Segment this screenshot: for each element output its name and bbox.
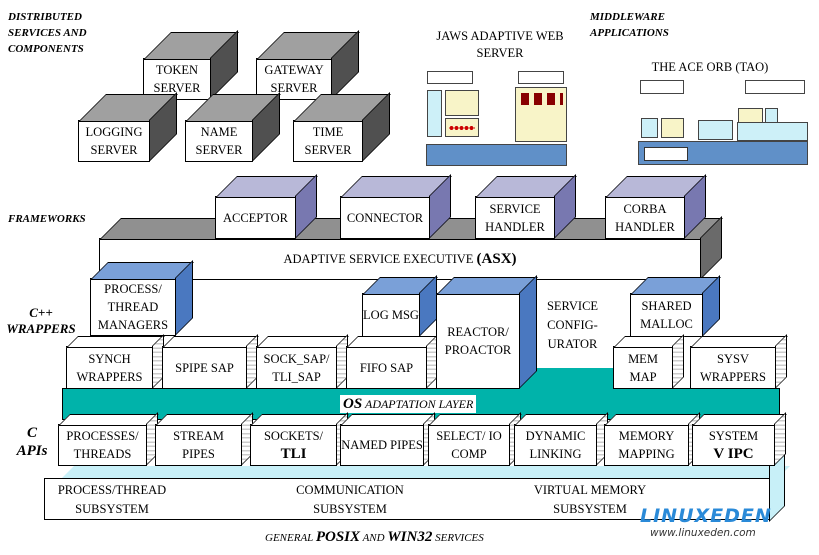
tao-component — [661, 118, 684, 138]
process-thread-subsystem: PROCESS/THREAD SUBSYSTEM — [57, 483, 167, 516]
shared-malloc-box: SHARED MALLOC — [630, 293, 703, 337]
jaws-component — [518, 71, 564, 84]
teal-fill — [520, 368, 613, 389]
service-configurator-label: SERVICE CONFIG- URATOR — [546, 299, 599, 351]
name-server-box: NAME SERVER — [185, 120, 253, 162]
sock-sap-box: SOCK_SAP/ TLI_SAP — [256, 346, 337, 389]
sysv-wrappers-box: SYSV WRAPPERS — [690, 346, 776, 389]
virtual-memory-subsystem: VIRTUAL MEMORY SUBSYSTEM — [533, 483, 647, 516]
label-cpp-wrappers: C++ WRAPPERS — [6, 305, 76, 336]
named-pipes-box: NAMED PIPES — [340, 424, 424, 466]
dynamic-linking-box: DYNAMIC LINKING — [514, 424, 597, 466]
tao-os-base — [638, 141, 808, 165]
footer-caption: GENERAL POSIX AND WIN32 SERVICES — [265, 529, 484, 545]
fifo-sap-box: FIFO SAP — [346, 346, 427, 389]
time-server-box: TIME SERVER — [293, 120, 363, 162]
token-server-box: TOKEN SERVER — [143, 58, 211, 100]
label-frameworks: FRAMEWORKS — [8, 213, 86, 225]
service-handler-box: SERVICE HANDLER — [475, 196, 555, 239]
logging-server-box: LOGGING SERVER — [78, 120, 150, 162]
log-msg-box: LOG MSG — [362, 293, 420, 337]
label-distributed-services: DISTRIBUTED SERVICES AND COMPONENTS — [8, 11, 87, 55]
stream-pipes-box: STREAM PIPES — [155, 424, 242, 466]
tao-component — [698, 120, 733, 140]
communication-subsystem: COMMUNICATION SUBSYSTEM — [296, 483, 404, 516]
memory-mapping-box: MEMORY MAPPING — [604, 424, 689, 466]
jaws-component — [445, 118, 479, 137]
jaws-component — [427, 90, 442, 137]
jaws-title: JAWS ADAPTIVE WEB SERVER — [436, 29, 564, 60]
jaws-os-base — [426, 144, 567, 166]
tao-title: THE ACE ORB (TAO) — [651, 60, 769, 74]
tao-component — [640, 80, 684, 94]
acceptor-box: ACCEPTOR — [215, 196, 296, 239]
linuxeden-watermark: LINUXEDEN www.linuxeden.com — [640, 505, 815, 551]
tao-component — [745, 80, 805, 94]
synch-wrappers-box: SYNCH WRAPPERS — [66, 346, 153, 389]
watermark-logo: LINUXEDEN — [640, 505, 772, 527]
gateway-server-box: GATEWAY SERVER — [256, 58, 332, 100]
reactor-proactor-box: REACTOR/ PROACTOR — [436, 293, 520, 389]
os-adaptation-label: OS ADAPTATION LAYER — [340, 395, 477, 413]
select-io-comp-box: SELECT/ IO COMP — [428, 424, 510, 466]
spipe-sap-box: SPIPE SAP — [162, 346, 247, 389]
os-subsystems-base: PROCESS/THREAD SUBSYSTEM COMMUNICATION S… — [44, 478, 770, 520]
sockets-tli-box: SOCKETS/TLI — [250, 424, 337, 466]
mem-map-box: MEM MAP — [613, 346, 673, 389]
processes-threads-box: PROCESSES/ THREADS — [58, 424, 147, 466]
corba-handler-box: CORBA HANDLER — [605, 196, 685, 239]
tao-component — [641, 118, 658, 138]
jaws-component — [427, 71, 473, 84]
watermark-url: www.linuxeden.com — [650, 527, 756, 539]
tao-component — [737, 122, 808, 141]
label-middleware: MIDDLEWARE APPLICATIONS — [590, 11, 669, 39]
jaws-component — [445, 90, 479, 116]
label-c-apis: C APIs — [16, 425, 48, 459]
process-thread-managers-box: PROCESS/ THREAD MANAGERS — [90, 278, 176, 336]
jaws-component — [515, 87, 567, 142]
connector-box: CONNECTOR — [340, 196, 430, 239]
